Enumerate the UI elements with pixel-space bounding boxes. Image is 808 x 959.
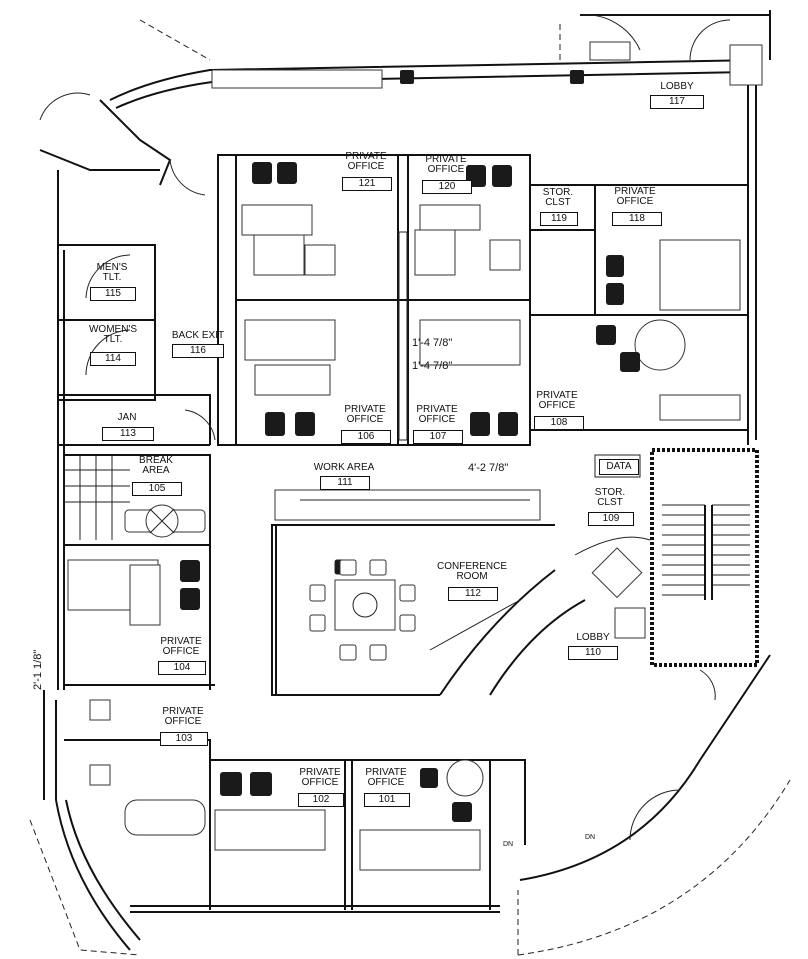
- stair-down-label: DN: [502, 841, 514, 848]
- room-number-111: 111: [320, 476, 370, 490]
- room-name-110: LOBBY: [576, 632, 610, 643]
- lower-office-walls: [210, 759, 526, 910]
- center-area: [271, 489, 651, 696]
- room-name-119: STOR. CLST: [542, 187, 574, 208]
- room-name-115: MEN'S TLT.: [96, 262, 128, 283]
- stair-data: [591, 448, 759, 667]
- dimension-label: 2'-1 1/8": [32, 649, 44, 690]
- stair-down-label: DN: [584, 834, 596, 841]
- room-number-120: 120: [422, 180, 472, 194]
- room-name-121: PRIVATE OFFICE: [345, 151, 387, 172]
- room-name-116: BACK EXIT: [171, 330, 225, 341]
- room-name-109: STOR. CLST: [594, 487, 626, 508]
- room-number-101: 101: [364, 793, 410, 807]
- room-name-114: WOMEN'S TLT.: [88, 324, 138, 345]
- room-number-110: 110: [568, 646, 618, 660]
- left-rooms-walls: [64, 454, 215, 910]
- dimension-label: 1'-4 7/8": [412, 360, 453, 372]
- room-number-114: 114: [90, 352, 136, 366]
- room-number-113: 113: [102, 427, 154, 441]
- dimension-label: 1'-4 7/8": [412, 337, 453, 349]
- exterior-walls: [29, 10, 791, 956]
- upper-office-walls: [217, 154, 748, 446]
- room-name-118: PRIVATE OFFICE: [614, 186, 656, 207]
- room-number-112: 112: [448, 587, 498, 601]
- room-name-112: CONFERENCE ROOM: [436, 561, 508, 582]
- room-number-118: 118: [612, 212, 662, 226]
- room-name-lobby-117: LOBBY: [660, 81, 694, 92]
- room-number-109: 109: [588, 512, 634, 526]
- room-number-107: 107: [413, 430, 463, 444]
- room-name-120: PRIVATE OFFICE: [425, 154, 467, 175]
- room-name-101: PRIVATE OFFICE: [365, 767, 407, 788]
- room-name-111: WORK AREA: [313, 462, 375, 473]
- room-label-data: DATA: [599, 459, 639, 475]
- room-name-102: PRIVATE OFFICE: [299, 767, 341, 788]
- room-number-115: 115: [90, 287, 136, 301]
- toilet-area-walls: [39, 99, 216, 446]
- room-number-104: 104: [158, 661, 206, 675]
- room-name-107: PRIVATE OFFICE: [416, 404, 458, 425]
- room-number-102: 102: [298, 793, 344, 807]
- room-number-117: 117: [650, 95, 704, 109]
- room-number-119: 119: [540, 212, 578, 226]
- room-number-116: 116: [172, 344, 224, 358]
- room-number-121: 121: [342, 177, 392, 191]
- room-number-108: 108: [534, 416, 584, 430]
- room-number-105: 105: [132, 482, 182, 496]
- room-name-108: PRIVATE OFFICE: [536, 390, 578, 411]
- room-name-113: JAN: [117, 412, 137, 423]
- door-swings: [39, 14, 731, 841]
- upper-furniture: [211, 41, 763, 436]
- room-name-105: BREAK AREA: [139, 455, 173, 476]
- room-name-103: PRIVATE OFFICE: [162, 706, 204, 727]
- room-number-103: 103: [160, 732, 208, 746]
- room-name-104: PRIVATE OFFICE: [160, 636, 202, 657]
- room-name-106: PRIVATE OFFICE: [344, 404, 386, 425]
- room-number-106: 106: [341, 430, 391, 444]
- dimension-label: 4'-2 7/8": [468, 462, 509, 474]
